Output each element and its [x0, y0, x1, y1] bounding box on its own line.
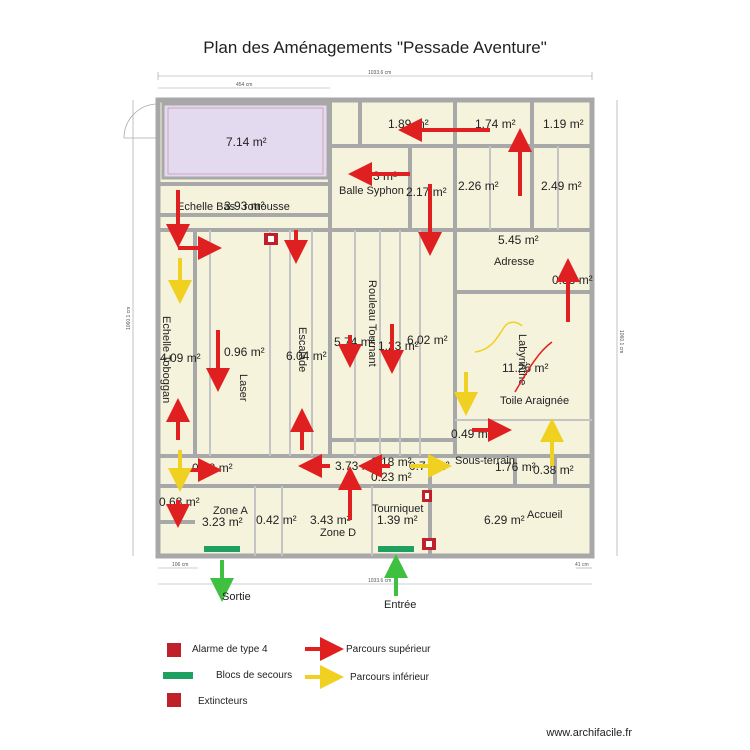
room-area-0-42: 0.42 m² [256, 513, 297, 527]
legend-blocs-icon [163, 672, 193, 679]
yellow-curve [474, 321, 523, 353]
room-area-3-73: 3.73 m² [335, 459, 376, 473]
room-area-0-33: 0.33 m² [552, 273, 593, 287]
room-name-labyrinthe: Labyrinthe [516, 334, 528, 385]
room-name-laser: Laser [237, 374, 249, 402]
internal-walls [158, 100, 592, 556]
room-area-3-43: 3.43 m² [310, 513, 351, 527]
room-area-11-26: 11.26 m² [502, 361, 548, 375]
room-area-1-76: 1.76 m² [495, 460, 536, 474]
dimension-lines [132, 72, 618, 585]
dim-top-left: 454 cm [236, 82, 252, 88]
room-area-6-04: 6.04 m² [286, 349, 327, 363]
room-name-echelle-toboggan: Echelle Toboggan [160, 316, 172, 403]
room-name-rouleau-tournant: Rouleau Tournant [366, 280, 378, 367]
room-name-echelle-bas: Echelle Bas [177, 201, 236, 213]
dim-right-side: 1060.1 cm [618, 330, 624, 353]
room-area-3-23: 3.23 m² [202, 515, 243, 529]
room-name-zone-a: Zone A [213, 505, 249, 517]
legend-alarm-icon [167, 643, 181, 657]
room-area-1-19: 1.19 m² [543, 117, 584, 131]
room-area-2-49: 2.49 m² [541, 179, 582, 193]
dim-left-side: 1060.1 cm [126, 307, 132, 330]
room-area-0-23: 0.23 m² [371, 470, 412, 484]
green-arrows [210, 554, 408, 602]
room-area-0-38-right: 0.38 m² [533, 463, 574, 477]
room-area-5-45: 5.45 m² [498, 233, 539, 247]
dim-bottom-left: 106 cm [172, 562, 188, 568]
room-area-1-39: 1.39 m² [377, 513, 418, 527]
room-name-escalade: Escalade [296, 327, 308, 372]
room-area-2-17: 2.17 m² [406, 185, 447, 199]
page-title: Plan des Aménagements "Pessade Aventure" [203, 38, 547, 57]
room-name-sous-terrain: Sous-terrain [455, 455, 515, 467]
dim-bottom-overall: 1033.6 cm [368, 578, 391, 584]
door-arc [123, 103, 159, 139]
legend-extinguisher-label: Extincteurs [198, 696, 248, 707]
yellow-arrows [168, 258, 564, 492]
room-area-1-74: 1.74 m² [475, 117, 516, 131]
legend-extinguisher-icon [167, 693, 181, 707]
dim-bottom-right: 41 cm [575, 562, 589, 568]
red-curve [514, 341, 553, 393]
room-lilac [161, 102, 330, 180]
room-area-3-93: 3.93 m² [224, 199, 265, 213]
legend-parcours-sup-label: Parcours supérieur [346, 644, 431, 655]
room-area-0-96: 0.96 m² [224, 345, 265, 359]
legend-blocs-label: Blocs de secours [216, 670, 293, 681]
exit-block-icon [378, 546, 414, 552]
entree-label: Entrée [384, 599, 416, 611]
room-name-accueil: Accueil [527, 509, 562, 521]
room-name-tourniquet: Tourniquet [372, 503, 423, 515]
room-name-zone-d: Zone D [320, 527, 356, 539]
room-area-6-02: 6.02 m² [407, 333, 448, 347]
room-area-lilac: 7.14 m² [226, 135, 267, 149]
room-name-adresse: Adresse [494, 256, 534, 268]
room-name-rotrousse: rotrousse [244, 201, 290, 213]
legend-parcours-inf-label: Parcours inférieur [350, 672, 429, 683]
exit-block-icon [204, 546, 240, 552]
sortie-label: Sortie [222, 591, 251, 603]
room-area-4-09: 4.09 m² [160, 351, 201, 365]
credit-text[interactable]: www.archifacile.fr [546, 727, 632, 739]
emergency-exit-blocks [204, 546, 414, 552]
room-name-toile-araignee: Toile Araignée [500, 395, 569, 407]
room-area-6-29: 6.29 m² [484, 513, 525, 527]
dim-top-overall: 1033.6 cm [368, 70, 391, 76]
room-area-1-23: 1.23 m² [378, 339, 419, 353]
legend-alarm-label: Alarme de type 4 [192, 644, 268, 655]
fire-alarm-icons [264, 233, 436, 550]
room-name-balle-syphon: Balle Syphon [339, 185, 404, 197]
room-area-2-26: 2.26 m² [458, 179, 499, 193]
